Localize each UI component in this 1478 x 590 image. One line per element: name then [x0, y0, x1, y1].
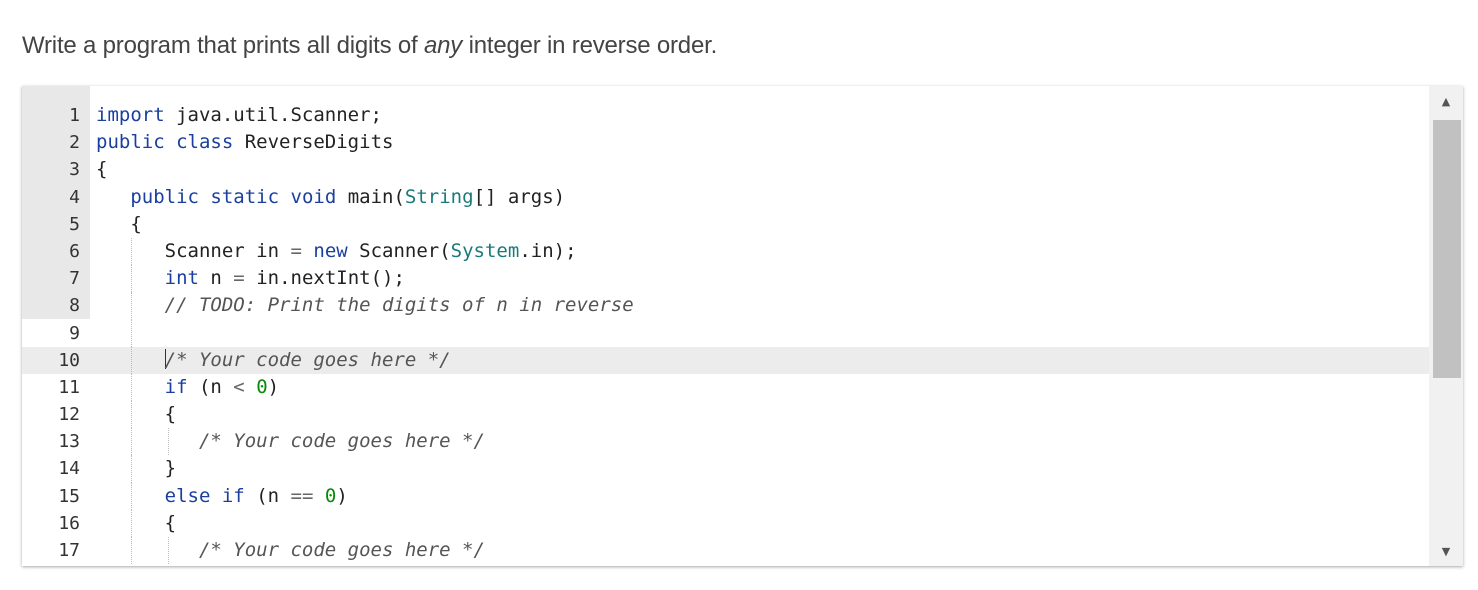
- code-line-11[interactable]: 11 if (n < 0): [22, 373, 1429, 402]
- code-line-5[interactable]: 5 {: [22, 211, 1429, 238]
- line-number: 3: [69, 159, 80, 181]
- indent-guide: [131, 537, 132, 565]
- indent-guide: [131, 428, 132, 456]
- code-line-16[interactable]: 16 {: [22, 509, 1429, 537]
- indent-guide: [131, 346, 132, 374]
- line-number: 11: [58, 376, 80, 398]
- code-line-2[interactable]: 2 public class ReverseDigits: [22, 129, 1429, 156]
- indent-guide: [131, 401, 132, 429]
- code-line-8[interactable]: 8 // TODO: Print the digits of n in reve…: [22, 292, 1429, 320]
- line-number: 12: [58, 404, 80, 426]
- indent-guide: [131, 373, 132, 402]
- line-number: 4: [69, 186, 80, 208]
- code-text[interactable]: import java.util.Scanner;: [96, 104, 382, 126]
- code-text[interactable]: /* Your code goes here */: [198, 539, 485, 561]
- code-text[interactable]: {: [164, 511, 177, 534]
- vertical-scrollbar[interactable]: ▲ ▼: [1429, 86, 1463, 566]
- code-text[interactable]: {: [96, 158, 108, 181]
- code-text[interactable]: else if (n == 0): [164, 484, 348, 507]
- prompt-text-end: integer in reverse order.: [462, 32, 718, 59]
- code-line-13[interactable]: 13 /* Your code goes here */: [22, 428, 1429, 456]
- line-number: 7: [69, 268, 80, 290]
- arrow-down-icon[interactable]: ▼: [1441, 544, 1451, 558]
- line-number: 1: [69, 105, 80, 126]
- code-text[interactable]: // TODO: Print the digits of n in revers…: [164, 294, 634, 317]
- problem-statement: Write a program that prints all digits o…: [22, 32, 717, 60]
- indent-guide: [131, 482, 132, 510]
- indent-guide: [131, 292, 132, 320]
- indent-guide: [131, 265, 132, 293]
- indent-guide: [168, 428, 169, 456]
- line-number: 8: [69, 295, 80, 317]
- code-line-12[interactable]: 12 {: [22, 401, 1429, 429]
- code-text[interactable]: {: [164, 403, 177, 426]
- code-line-3[interactable]: 3 {: [22, 156, 1429, 183]
- arrow-up-icon[interactable]: ▲: [1441, 94, 1451, 108]
- code-text[interactable]: public class ReverseDigits: [96, 131, 394, 154]
- code-text[interactable]: /* Your code goes here */: [198, 430, 485, 453]
- code-line-4[interactable]: 4 public static void main(String[] args): [22, 184, 1429, 211]
- scrollbar-thumb[interactable]: [1433, 120, 1461, 378]
- indent-guide: [131, 455, 132, 483]
- line-number: 10: [58, 349, 80, 371]
- prompt-emphasis: any: [424, 32, 463, 59]
- line-number: 13: [58, 431, 80, 453]
- code-line-6[interactable]: 6 Scanner in = new Scanner(System.in);: [22, 237, 1429, 266]
- line-number: 14: [58, 458, 80, 480]
- line-number: 17: [58, 540, 80, 561]
- line-number: 16: [58, 512, 80, 534]
- line-number: 5: [69, 213, 80, 235]
- code-line-9[interactable]: 9: [22, 319, 1429, 347]
- code-text[interactable]: if (n < 0): [164, 375, 280, 398]
- code-text[interactable]: }: [164, 457, 177, 480]
- code-text[interactable]: int n = in.nextInt();: [164, 267, 405, 290]
- prompt-text: Write a program that prints all digits o…: [22, 32, 424, 59]
- indent-guide: [168, 537, 169, 565]
- readonly-gutter: [22, 86, 90, 319]
- line-number: 6: [69, 240, 80, 262]
- code-line-10-active[interactable]: 10 /* Your code goes here */: [22, 346, 1429, 374]
- code-text[interactable]: /* Your code goes here */: [164, 348, 451, 371]
- code-lines[interactable]: 1 import java.util.Scanner; 2 public cla…: [22, 102, 1429, 565]
- code-text[interactable]: {: [130, 212, 142, 235]
- code-editor[interactable]: 1 import java.util.Scanner; 2 public cla…: [22, 86, 1463, 566]
- line-number: 2: [69, 132, 80, 154]
- indent-guide: [131, 509, 132, 537]
- indent-guide: [131, 237, 132, 266]
- text-cursor: [164, 348, 166, 369]
- line-number: 9: [69, 322, 80, 344]
- line-number: 15: [58, 485, 80, 507]
- code-line-17[interactable]: 17 /* Your code goes here */: [22, 537, 1429, 565]
- code-line-15[interactable]: 15 else if (n == 0): [22, 482, 1429, 510]
- code-line-1[interactable]: 1 import java.util.Scanner;: [22, 102, 1429, 129]
- code-text[interactable]: Scanner in = new Scanner(System.in);: [164, 239, 577, 262]
- code-line-14[interactable]: 14 }: [22, 455, 1429, 483]
- code-text[interactable]: public static void main(String[] args): [130, 185, 566, 208]
- code-line-7[interactable]: 7 int n = in.nextInt();: [22, 265, 1429, 293]
- indent-guide: [131, 319, 132, 347]
